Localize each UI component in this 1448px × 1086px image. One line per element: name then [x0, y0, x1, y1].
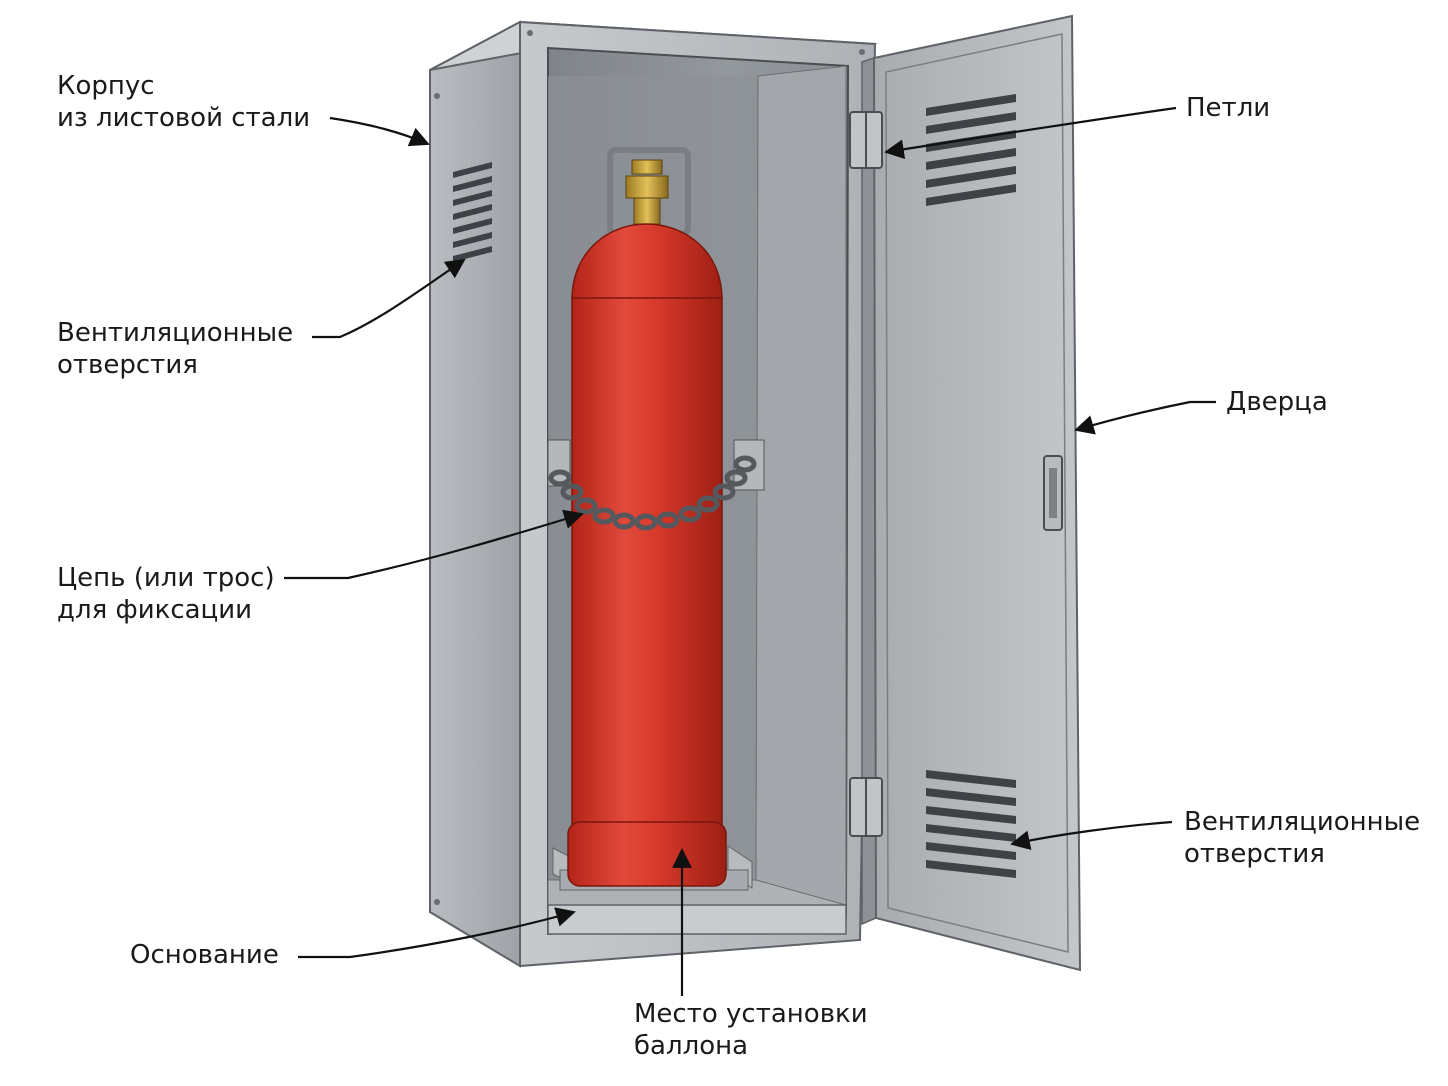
label-chain: Цепь (или трос) для фиксации [57, 562, 275, 626]
cabinet-base [547, 904, 847, 935]
label-vents-left-line1: Вентиляционные [57, 318, 294, 348]
rivet [527, 30, 533, 36]
label-vents-right-line2: отверстия [1184, 839, 1325, 869]
label-hinges-line1: Петли [1186, 93, 1271, 123]
leader-vents-right [1010, 820, 1173, 851]
valve-body [625, 175, 669, 199]
label-body-line1: Корпус [57, 71, 155, 101]
leader-vents-left [312, 258, 466, 339]
label-cylinder-place-line1: Место установки [634, 999, 868, 1029]
rivet [859, 49, 865, 55]
fixing-chain [548, 455, 757, 531]
leader-base [298, 907, 576, 959]
valve-body [631, 159, 663, 175]
side-vent-slots [453, 162, 492, 262]
label-cylinder-place: Место установки баллона [634, 998, 868, 1062]
label-vents-right: Вентиляционные отверстия [1184, 806, 1420, 870]
hinge-bottom [849, 777, 883, 837]
label-chain-line1: Цепь (или трос) [57, 563, 275, 593]
label-body: Корпус из листовой стали [57, 70, 310, 134]
cabinet-door [849, 14, 1082, 972]
cylinder-body [571, 297, 723, 829]
leader-chain [284, 509, 584, 580]
label-vents-right-line1: Вентиляционные [1184, 807, 1421, 837]
door-inner-panel [885, 33, 1069, 953]
leader-hinges [884, 106, 1177, 160]
door-handle-grip [1049, 468, 1057, 518]
rivet [434, 899, 440, 905]
leader-body [329, 116, 430, 147]
cylinder-shoulder [571, 223, 723, 301]
door-vent-slots-bottom [926, 770, 1016, 878]
label-door: Дверца [1226, 386, 1328, 418]
gas-cylinder [548, 147, 757, 887]
cabinet-side-panel [429, 20, 521, 968]
cylinder-foot-ring [567, 821, 727, 887]
rivet [434, 93, 440, 99]
label-door-line1: Дверца [1226, 387, 1328, 417]
cabinet-inner-wall [755, 65, 847, 919]
leader-lines [284, 106, 1216, 996]
valve-body [633, 197, 661, 225]
label-base: Основание [130, 939, 279, 971]
label-base-line1: Основание [130, 940, 279, 970]
label-vents-left-line2: отверстия [57, 350, 198, 380]
door-panel [872, 14, 1082, 972]
label-chain-line2: для фиксации [57, 595, 253, 625]
leader-door [1074, 400, 1216, 435]
label-vents-left: Вентиляционные отверстия [57, 317, 293, 381]
label-hinges: Петли [1186, 92, 1270, 124]
label-cylinder-place-line2: баллона [634, 1031, 749, 1061]
label-body-line2: из листовой стали [57, 103, 311, 133]
hinge-top [849, 111, 883, 169]
